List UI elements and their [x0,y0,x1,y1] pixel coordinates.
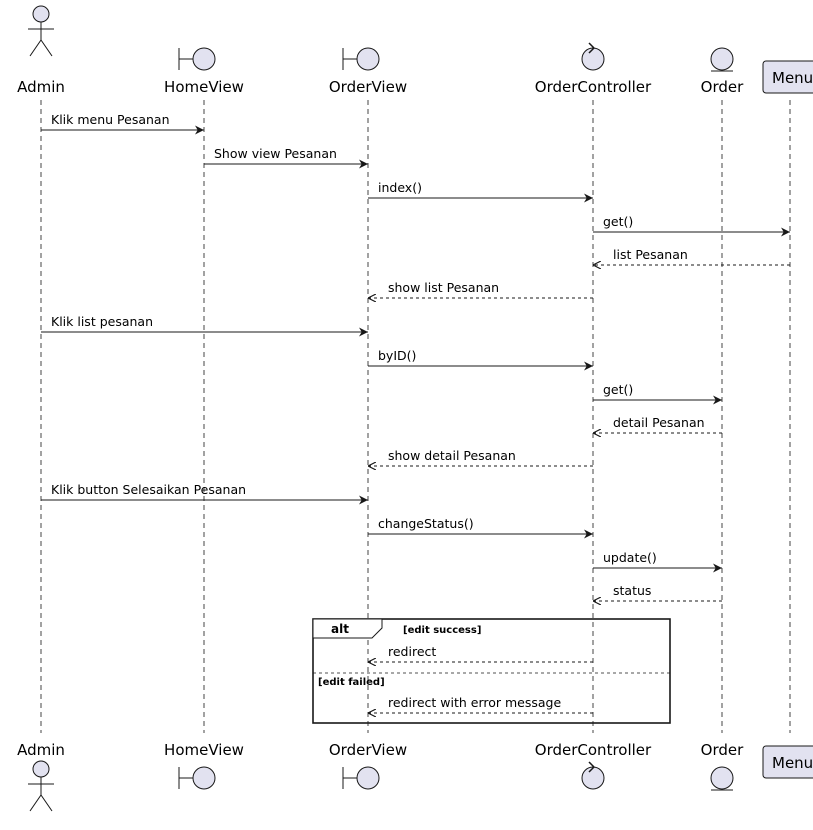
boundary-icon [178,766,216,790]
message-9: get() [593,382,722,405]
message-label: index() [378,180,422,195]
entity-icon [710,47,734,72]
message-label: list Pesanan [613,247,688,262]
lifelines [40,100,791,733]
message-label: Klik list pesanan [51,314,153,329]
participant-label-ordercontroller: OrderController [535,741,652,759]
participants-bottom: Admin HomeView OrderView OrderController Ord… [17,741,813,812]
message-label: show list Pesanan [388,280,499,295]
message-label: status [613,583,651,598]
message-3: index() [368,180,593,203]
participants-top: Admin HomeView OrderView OrderController Ord… [17,5,813,96]
participant-label-order: Order [701,78,744,96]
message-label: byID() [378,348,416,363]
message-13: changeStatus() [368,516,593,539]
message-label: detail Pesanan [613,415,705,430]
alt-frame [312,618,671,724]
actor-icon [28,760,54,812]
message-16: redirect [368,644,593,662]
participant-label-menu: Menu [772,754,813,772]
alt-fragment: alt [edit success] [edit failed] [312,618,671,724]
message-label: show detail Pesanan [388,448,516,463]
message-10: detail Pesanan [593,415,722,433]
control-icon [581,42,605,71]
participant-label-orderview: OrderView [329,741,407,759]
participant-label-homeview: HomeView [164,741,244,759]
participant-box-menu [762,745,813,779]
message-label: redirect with error message [388,695,561,710]
participant-label-admin: Admin [17,78,65,96]
participant-label-order: Order [701,741,744,759]
message-label: Klik button Selesaikan Pesanan [51,482,246,497]
message-5: list Pesanan [593,247,790,265]
message-1: Klik menu Pesanan [41,112,204,135]
message-4: get() [593,214,790,237]
alt-operator: alt [331,622,349,636]
message-8: byID() [368,348,593,371]
message-label: Show view Pesanan [214,146,337,161]
participant-box-menu [762,60,813,94]
boundary-icon [178,47,216,71]
message-17: redirect with error message [368,695,593,713]
participant-label-menu: Menu [772,69,813,87]
message-label: get() [603,382,633,397]
message-label: changeStatus() [378,516,474,531]
participant-label-admin: Admin [17,741,65,759]
message-label: Klik menu Pesanan [51,112,170,127]
alt-guard-2: [edit failed] [318,677,385,688]
message-11: show detail Pesanan [368,448,593,466]
participant-label-orderview: OrderView [329,78,407,96]
alt-operator-tab [312,618,383,639]
message-14: update() [593,550,722,573]
message-2: Show view Pesanan [204,146,368,169]
participant-label-homeview: HomeView [164,78,244,96]
message-label: redirect [388,644,436,659]
participant-label-ordercontroller: OrderController [535,78,652,96]
actor-icon [28,5,54,57]
control-icon [581,761,605,790]
boundary-icon [342,47,380,71]
message-label: get() [603,214,633,229]
message-15: status [593,583,722,601]
message-label: update() [603,550,657,565]
entity-icon [710,766,734,791]
alt-guard-1: [edit success] [403,625,481,636]
message-6: show list Pesanan [368,280,593,298]
message-12: Klik button Selesaikan Pesanan [41,482,368,505]
message-7: Klik list pesanan [41,314,368,337]
boundary-icon [342,766,380,790]
